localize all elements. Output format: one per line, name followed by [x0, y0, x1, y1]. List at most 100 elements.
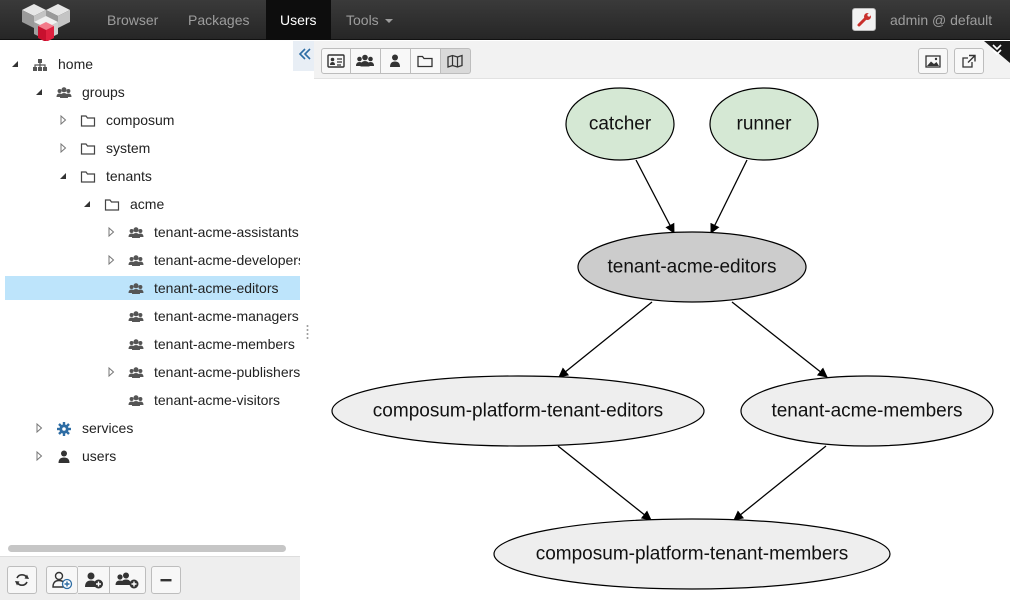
tree-collapsed-icon[interactable] [57, 108, 69, 132]
graph-node-label: tenant-acme-members [771, 401, 962, 422]
tree-node-label: acme [130, 196, 165, 212]
tree-node[interactable]: tenant-acme-editors [5, 276, 300, 300]
tree-expanded-icon[interactable] [33, 80, 45, 104]
graph-node-editors[interactable]: tenant-acme-editors [577, 231, 807, 303]
group-graph: catcher runner tenant-acme-editors composum… [331, 87, 994, 590]
view-groups-button[interactable] [351, 48, 381, 74]
open-external-button[interactable] [954, 48, 984, 74]
tree-node[interactable]: tenants [5, 164, 300, 188]
view-paths-button[interactable] [411, 48, 441, 74]
tree-collapsed-icon[interactable] [57, 136, 69, 160]
double-chevron-down-icon[interactable] [984, 41, 1010, 63]
folder-icon [104, 199, 120, 211]
folder-icon [80, 143, 96, 155]
tree-node-icon [80, 140, 96, 156]
tree-node-icon [56, 448, 72, 464]
tree-node[interactable]: tenant-acme-managers [5, 304, 300, 328]
graph-node-shape [709, 87, 819, 161]
tree-node[interactable]: tenant-acme-visitors [5, 388, 300, 412]
view-profile-button[interactable] [321, 48, 351, 74]
tree-node[interactable]: tenant-acme-assistants [5, 220, 300, 244]
export-image-button[interactable] [918, 48, 948, 74]
tree-collapsed-icon[interactable] [33, 444, 45, 468]
refresh-icon [15, 574, 29, 586]
tree-collapsed-icon[interactable] [105, 360, 117, 384]
graph-edge [710, 159, 748, 234]
folder-icon [80, 171, 96, 183]
tree-node[interactable]: composum [5, 108, 300, 132]
tree-node-icon [104, 196, 120, 212]
tree-node-icon [128, 280, 144, 296]
group-icon [128, 339, 144, 350]
tree-collapsed-icon[interactable] [105, 220, 117, 244]
nav-users[interactable]: Users [266, 0, 331, 40]
collapse-tree-button[interactable] [293, 41, 315, 71]
tree-expanded-icon[interactable] [57, 164, 69, 188]
view-members-button[interactable] [381, 48, 411, 74]
graph-edge [558, 301, 653, 378]
tree-node[interactable]: acme [5, 192, 300, 216]
user-icon [390, 54, 400, 67]
tree-node[interactable]: services [5, 416, 300, 440]
delete-button[interactable] [151, 566, 181, 594]
external-link-icon [962, 54, 976, 68]
add-system-user-button[interactable] [46, 566, 78, 594]
graph-node-label: catcher [589, 114, 652, 135]
graph-node-label: composum-platform-tenant-members [536, 544, 849, 565]
tree-horizontal-scrollbar[interactable] [8, 545, 286, 552]
graph-node-runner[interactable]: runner [709, 87, 819, 161]
tree-node-icon [128, 392, 144, 408]
graph-node-shape [331, 375, 705, 447]
graph-node-members[interactable]: tenant-acme-members [740, 375, 994, 447]
current-user-label[interactable]: admin @ default [890, 12, 993, 28]
graph-edge [557, 445, 652, 521]
minus-icon [160, 579, 172, 582]
composum-logo[interactable] [14, 2, 78, 44]
graph-toolbar [314, 41, 1010, 79]
graph-node-label: tenant-acme-editors [608, 257, 777, 278]
group-icon [128, 283, 144, 294]
group-icon [128, 367, 144, 378]
tree-node[interactable]: groups [5, 80, 300, 104]
view-graph-button[interactable] [441, 48, 471, 74]
tree-node-icon [128, 252, 144, 268]
tree-node-label: tenant-acme-publishers [154, 364, 300, 380]
tree-node-icon [128, 308, 144, 324]
tree-node[interactable]: tenant-acme-members [5, 332, 300, 356]
tree-expanded-icon[interactable] [81, 192, 93, 216]
tree-node-label: services [82, 420, 134, 436]
settings-button[interactable] [852, 8, 876, 31]
tree-node-label: tenant-acme-developers [154, 252, 300, 268]
add-user-button[interactable] [78, 566, 110, 594]
tree-node-icon [80, 112, 96, 128]
nav-browser[interactable]: Browser [107, 12, 159, 28]
tree-collapsed-icon[interactable] [105, 248, 117, 272]
tree-expanded-icon[interactable] [9, 52, 21, 76]
group-icon [128, 255, 144, 266]
graph-node-cptm[interactable]: composum-platform-tenant-members [493, 518, 891, 590]
tree-toolbar [0, 556, 300, 600]
tree-node[interactable]: tenant-acme-developers [5, 248, 300, 272]
tree-node-icon [128, 364, 144, 380]
graph-node-shape [493, 518, 891, 590]
graph-node-cpte[interactable]: composum-platform-tenant-editors [331, 375, 705, 447]
user-tree: home groups composum system tenants acme tenan… [0, 41, 300, 541]
add-group-button[interactable] [110, 566, 146, 594]
refresh-button[interactable] [7, 566, 37, 594]
nav-packages[interactable]: Packages [188, 12, 250, 28]
tree-collapsed-icon[interactable] [33, 416, 45, 440]
tree-node-label: tenants [106, 168, 152, 184]
graph-node-catcher[interactable]: catcher [565, 87, 675, 161]
tree-node-label: tenant-acme-members [154, 336, 295, 352]
tree-node-label: tenant-acme-assistants [154, 224, 299, 240]
tree-node[interactable]: system [5, 136, 300, 160]
tree-node[interactable]: tenant-acme-publishers [5, 360, 300, 384]
nav-tools[interactable]: Tools [333, 0, 406, 40]
add-user-outline-icon [52, 571, 73, 590]
tree-node[interactable]: users [5, 444, 300, 468]
splitter-grip-icon[interactable] [306, 324, 309, 340]
tree-node[interactable]: home [5, 52, 300, 76]
tree-node-icon [80, 168, 96, 184]
tree-node-label: tenant-acme-visitors [154, 392, 281, 408]
tree-node-icon [56, 84, 72, 100]
